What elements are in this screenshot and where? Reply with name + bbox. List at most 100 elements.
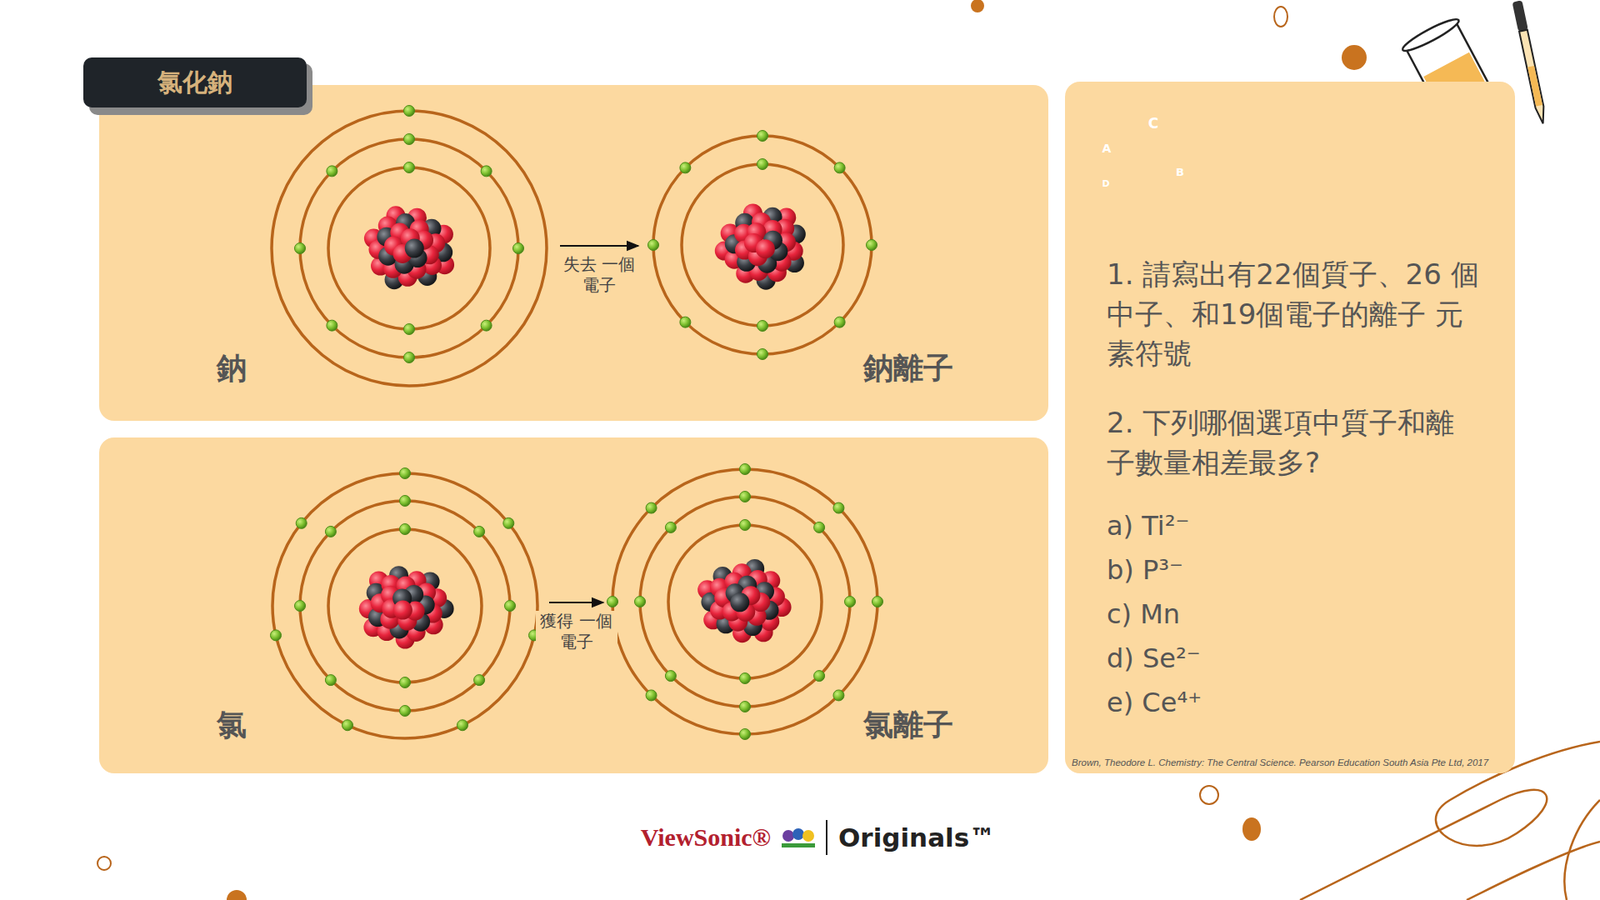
atom-illustrations: [270, 105, 883, 740]
electron: [404, 352, 415, 364]
logo-letter: A: [1102, 142, 1112, 155]
arrow-label: 獲得 一個電子: [535, 610, 618, 653]
electron: [404, 105, 415, 117]
logo-letter: D: [1101, 179, 1110, 189]
atom-box: 氯: [208, 456, 546, 749]
brand-name: Originals™: [838, 825, 995, 851]
atom-label: 氯離子: [863, 706, 954, 743]
electron: [648, 240, 660, 251]
electron-shell: [300, 139, 519, 358]
electron: [503, 517, 515, 529]
pipette: [1512, 0, 1549, 125]
electron-shell: [272, 473, 538, 739]
question-text: 2. 下列哪個選項中質子和離 子數量相差最多?: [1106, 403, 1490, 483]
electron: [326, 165, 338, 177]
electron-shell: [271, 110, 547, 386]
answer-option: d) Se²⁻: [1106, 642, 1201, 675]
nucleon: [393, 600, 413, 620]
atom-label: 鈉離子: [863, 350, 954, 386]
electron-shell: [653, 135, 872, 355]
chlorine-panel: [99, 437, 1049, 774]
answer-option: b) P³⁻: [1106, 554, 1184, 586]
electron: [833, 690, 845, 701]
electron: [326, 320, 338, 331]
electron-shell: [612, 469, 878, 735]
electron: [400, 677, 411, 689]
electron: [342, 720, 354, 731]
sodium-panel: [99, 85, 1049, 421]
electron: [834, 162, 845, 174]
electron: [740, 701, 751, 713]
electron: [866, 240, 878, 251]
electron: [645, 690, 657, 701]
title-text: 氯化鈉: [83, 57, 307, 108]
atom-model: [648, 130, 878, 360]
atom-model: [270, 468, 540, 740]
electron: [456, 720, 468, 731]
electron: [400, 705, 411, 717]
electron: [740, 464, 751, 475]
question-panel: 1. 請寫出有22個質子、26 個中子、和19個電子的離子 元素符號 2. 下列哪…: [1065, 81, 1515, 774]
electron: [607, 596, 619, 608]
electron: [400, 524, 411, 535]
arrow-label: 失去 一個電子: [558, 254, 640, 296]
electron: [740, 491, 751, 503]
electron: [740, 673, 751, 685]
electron: [872, 596, 884, 608]
electron: [474, 525, 485, 537]
electron-shell: [328, 529, 482, 683]
ion-box: 氯離子: [606, 456, 965, 749]
electron: [404, 162, 415, 174]
footer-divider: [825, 820, 828, 855]
atom-model: [607, 464, 884, 740]
nucleon: [755, 239, 775, 259]
reaction-arrow: [560, 245, 639, 247]
electron: [814, 521, 825, 533]
atom-label: 鈉: [216, 350, 247, 386]
electron: [757, 320, 769, 332]
nucleon: [730, 592, 750, 612]
electron: [404, 134, 415, 145]
ion-box: 鈉離子: [641, 100, 967, 392]
electron: [513, 243, 525, 255]
electron-shell: [328, 167, 490, 330]
brand-logo: ViewSonic®: [640, 825, 771, 850]
electron: [834, 316, 845, 328]
electron: [757, 349, 769, 360]
electron: [474, 675, 485, 686]
electron: [845, 596, 856, 608]
electron: [295, 517, 307, 529]
electron: [680, 162, 691, 174]
electron: [665, 521, 676, 533]
electron: [295, 243, 306, 255]
electron: [757, 130, 769, 142]
atom-model: [271, 105, 547, 387]
electron: [404, 324, 415, 335]
electron: [680, 316, 691, 328]
logo-letter: C: [1148, 116, 1159, 131]
answer-option: c) Mn: [1106, 598, 1180, 630]
electron: [480, 320, 492, 331]
electron-shell: [640, 496, 850, 707]
electron: [400, 495, 411, 507]
citation: Brown, Theodore L. Chemistry: The Centra…: [1071, 758, 1489, 769]
atom-box: 鈉: [208, 100, 557, 392]
electron: [665, 670, 676, 682]
electron: [814, 670, 825, 682]
birds-logo: [781, 828, 815, 848]
electron: [833, 502, 845, 514]
electron: [740, 520, 751, 531]
title-tab: 氯化鈉: [83, 57, 307, 108]
logo-letter: B: [1175, 166, 1185, 178]
question-text: 1. 請寫出有22個質子、26 個中子、和19個電子的離子 元素符號: [1106, 255, 1490, 375]
electron-shell: [300, 500, 510, 711]
electron: [740, 729, 751, 740]
electron: [400, 468, 411, 480]
electron: [295, 600, 306, 612]
electron: [480, 165, 492, 177]
electron-shell: [681, 164, 844, 326]
answer-option: a) Ti²⁻: [1106, 510, 1190, 542]
electron: [645, 502, 657, 514]
atom-label: 氯: [216, 706, 247, 743]
electron: [635, 596, 646, 608]
